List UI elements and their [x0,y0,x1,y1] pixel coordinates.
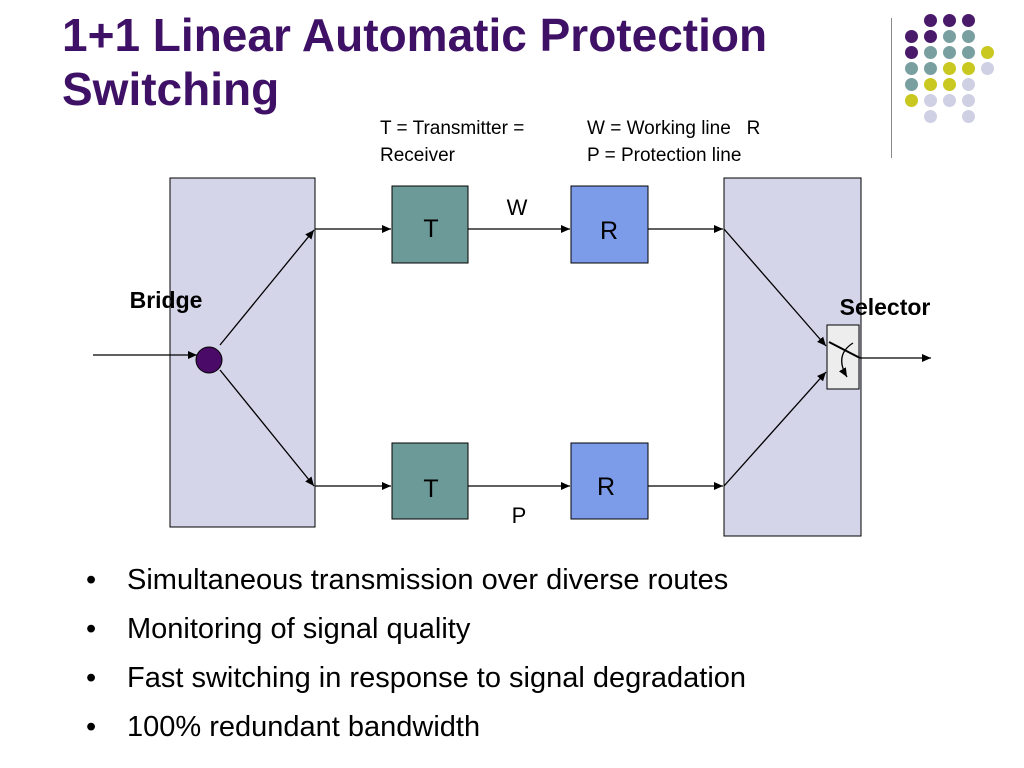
title-divider [891,18,892,158]
decorative-dot [943,62,956,75]
legend-protection-line: P = Protection line [587,145,742,166]
bridge-split-up [219,229,315,346]
decorative-dot [962,62,975,75]
legend-working-protection: W = Working line R P = Protection line [587,115,817,169]
decorative-dot [962,94,975,107]
transmitter-protection-box [391,442,469,520]
decorative-dot [962,46,975,59]
decorative-dot [943,14,956,27]
decorative-dot [905,30,918,43]
decorative-dot [905,46,918,59]
receiver-working-box [570,185,649,264]
transmitter-working-label: T [423,215,438,243]
decorative-dot [924,110,937,123]
decorative-dot [943,46,956,59]
bullet-marker: • [86,662,97,694]
decorative-dot [924,78,937,91]
legend-working-line: W = Working line R [587,118,761,139]
bridge-node [195,346,223,374]
receiver-protection-box [570,442,649,520]
bullet-item: • Monitoring of signal quality [86,605,746,654]
decorative-dot [924,94,937,107]
decorative-dot [962,110,975,123]
receiver-protection-label: R [597,473,615,501]
working-line-label: W [507,195,528,220]
selector-converge-up [723,228,827,347]
bridge-label: Bridge [130,287,203,313]
bullet-marker: • [86,613,97,645]
decorative-dot [981,62,994,75]
bridge-split-down [219,369,315,487]
bullet-marker: • [86,564,97,596]
decorative-dot [924,30,937,43]
bullet-text: Monitoring of signal quality [127,613,471,645]
receiver-working-label: R [600,217,618,245]
bullet-item: • Fast switching in response to signal de… [86,654,746,703]
decorative-dot [962,30,975,43]
transmitter-working-box [391,185,469,264]
bullet-text: Fast switching in response to signal deg… [127,662,747,694]
bullet-list: • Simultaneous transmission over diverse … [86,556,746,752]
decorative-dot [905,78,918,91]
decorative-dot [962,14,975,27]
bullet-text: 100% redundant bandwidth [127,711,481,743]
decorative-dot [924,14,937,27]
aps-diagram: T R T R W P Bridge Selector [93,177,931,537]
bullet-item: • Simultaneous transmission over diverse … [86,556,746,605]
bullet-item: • 100% redundant bandwidth [86,703,746,752]
decorative-dot [943,94,956,107]
legend-transmitter-receiver: T = Transmitter = Receiver [380,118,525,166]
selector-switch-box [826,324,860,390]
selector-switch-curve-arrow [838,342,854,378]
decorative-dot [905,62,918,75]
decorative-dot [981,46,994,59]
decorative-dot-grid [900,14,1010,144]
slide-title: 1+1 Linear Automatic Protection Switchin… [62,9,768,115]
decorative-dot [924,46,937,59]
selector-label: Selector [840,294,931,320]
decorative-dot [905,94,918,107]
transmitter-protection-label: T [423,475,438,503]
protection-line-label: P [512,503,527,528]
bridge-panel [169,177,316,528]
decorative-dot [943,30,956,43]
bullet-text: Simultaneous transmission over diverse r… [127,564,729,596]
decorative-dot [962,78,975,91]
decorative-dot [943,78,956,91]
selector-converge-down [723,371,827,487]
decorative-dot [924,62,937,75]
bullet-marker: • [86,711,97,743]
